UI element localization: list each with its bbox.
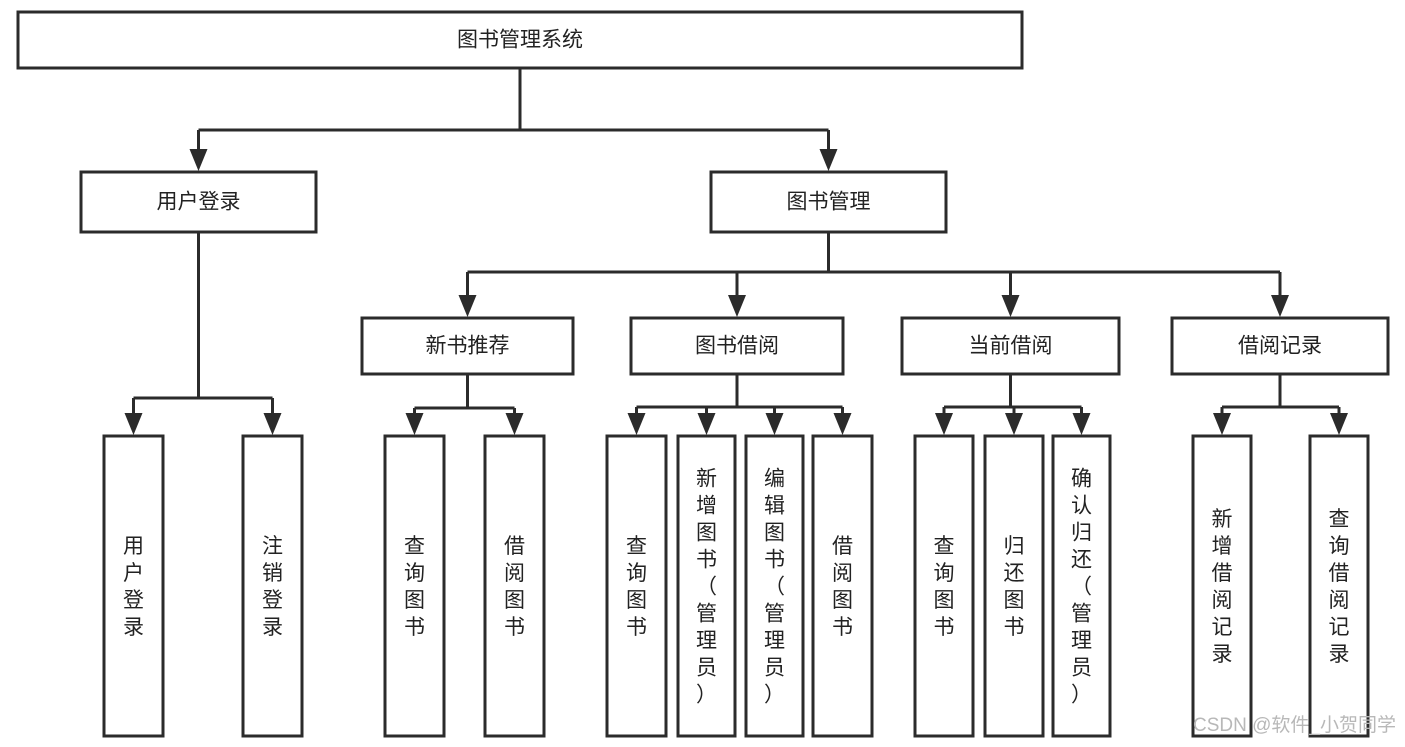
node-label-leaf-borrow-book-2: 借阅图书 [832, 535, 853, 639]
connector-group-bookmgmt [458, 232, 1289, 317]
node-box-borrow[interactable] [629, 316, 845, 376]
connector-group-records [1213, 374, 1348, 435]
node-box-leaf-user-login[interactable] [102, 434, 165, 738]
node-leaf-query-book-1[interactable]: 查询图书 [383, 434, 446, 738]
node-box-login[interactable] [79, 170, 318, 234]
node-leaf-add-book[interactable]: 新增图书（管理员） [676, 434, 737, 738]
node-label-leaf-add-record: 新增借阅记录 [1212, 508, 1233, 666]
node-label-leaf-edit-book: 编辑图书（管理员） [764, 468, 785, 707]
node-label-leaf-return-book: 归还图书 [1004, 535, 1025, 639]
node-label-bookmgmt: 图书管理 [787, 191, 871, 214]
node-label-root: 图书管理系统 [457, 29, 583, 52]
node-leaf-query-book-2[interactable]: 查询图书 [605, 434, 668, 738]
node-leaf-query-record[interactable]: 查询借阅记录 [1308, 434, 1370, 738]
node-label-login: 用户登录 [157, 191, 241, 214]
node-layer: 图书管理系统用户登录图书管理新书推荐图书借阅当前借阅借阅记录用户登录注销登录查询… [16, 10, 1390, 738]
node-label-current: 当前借阅 [969, 335, 1053, 358]
node-leaf-logout[interactable]: 注销登录 [241, 434, 304, 738]
node-leaf-borrow-book-1[interactable]: 借阅图书 [483, 434, 546, 738]
node-leaf-add-record[interactable]: 新增借阅记录 [1191, 434, 1253, 738]
node-newbook[interactable]: 新书推荐 [360, 316, 575, 376]
node-label-leaf-user-login: 用户登录 [123, 535, 144, 639]
node-borrow[interactable]: 图书借阅 [629, 316, 845, 376]
csdn-watermark: CSDN @软件_小贺同学 [1193, 714, 1396, 736]
node-records[interactable]: 借阅记录 [1170, 316, 1390, 376]
node-leaf-user-login[interactable]: 用户登录 [102, 434, 165, 738]
node-label-leaf-query-book-2: 查询图书 [626, 535, 647, 639]
node-box-leaf-confirm-return[interactable] [1051, 434, 1112, 738]
node-label-newbook: 新书推荐 [426, 335, 510, 358]
node-label-borrow: 图书借阅 [695, 335, 779, 358]
node-label-records: 借阅记录 [1238, 335, 1322, 358]
node-label-leaf-query-book-1: 查询图书 [404, 535, 425, 639]
node-label-leaf-add-book: 新增图书（管理员） [696, 468, 717, 707]
node-label-leaf-borrow-book-1: 借阅图书 [504, 535, 525, 639]
connector-layer [124, 68, 1348, 435]
connector-group-login [124, 232, 282, 435]
node-label-leaf-query-record: 查询借阅记录 [1329, 508, 1350, 666]
node-box-leaf-query-book-1[interactable] [383, 434, 446, 738]
node-current[interactable]: 当前借阅 [900, 316, 1121, 376]
node-box-leaf-edit-book[interactable] [744, 434, 805, 738]
node-box-leaf-borrow-book-2[interactable] [811, 434, 874, 738]
node-box-leaf-borrow-book-1[interactable] [483, 434, 546, 738]
node-box-leaf-query-book-2[interactable] [605, 434, 668, 738]
node-leaf-return-book[interactable]: 归还图书 [983, 434, 1045, 738]
node-box-leaf-query-book-3[interactable] [913, 434, 975, 738]
node-box-leaf-add-book[interactable] [676, 434, 737, 738]
node-label-leaf-confirm-return: 确认归还（管理员） [1071, 468, 1092, 707]
node-box-leaf-add-record[interactable] [1191, 434, 1253, 738]
node-leaf-confirm-return[interactable]: 确认归还（管理员） [1051, 434, 1112, 738]
node-leaf-borrow-book-2[interactable]: 借阅图书 [811, 434, 874, 738]
node-label-leaf-logout: 注销登录 [262, 535, 283, 639]
node-box-leaf-query-record[interactable] [1308, 434, 1370, 738]
node-bookmgmt[interactable]: 图书管理 [709, 170, 948, 234]
node-box-leaf-logout[interactable] [241, 434, 304, 738]
node-box-newbook[interactable] [360, 316, 575, 376]
node-root[interactable]: 图书管理系统 [16, 10, 1024, 70]
node-box-records[interactable] [1170, 316, 1390, 376]
connector-group-root [189, 68, 838, 171]
connector-group-borrow [627, 374, 852, 435]
node-box-leaf-return-book[interactable] [983, 434, 1045, 738]
connector-group-current [935, 374, 1091, 435]
node-leaf-edit-book[interactable]: 编辑图书（管理员） [744, 434, 805, 738]
node-box-root[interactable] [16, 10, 1024, 70]
node-leaf-query-book-3[interactable]: 查询图书 [913, 434, 975, 738]
node-label-leaf-query-book-3: 查询图书 [934, 535, 955, 639]
connector-group-newbook [405, 374, 524, 435]
node-box-bookmgmt[interactable] [709, 170, 948, 234]
node-box-current[interactable] [900, 316, 1121, 376]
node-login[interactable]: 用户登录 [79, 170, 318, 234]
